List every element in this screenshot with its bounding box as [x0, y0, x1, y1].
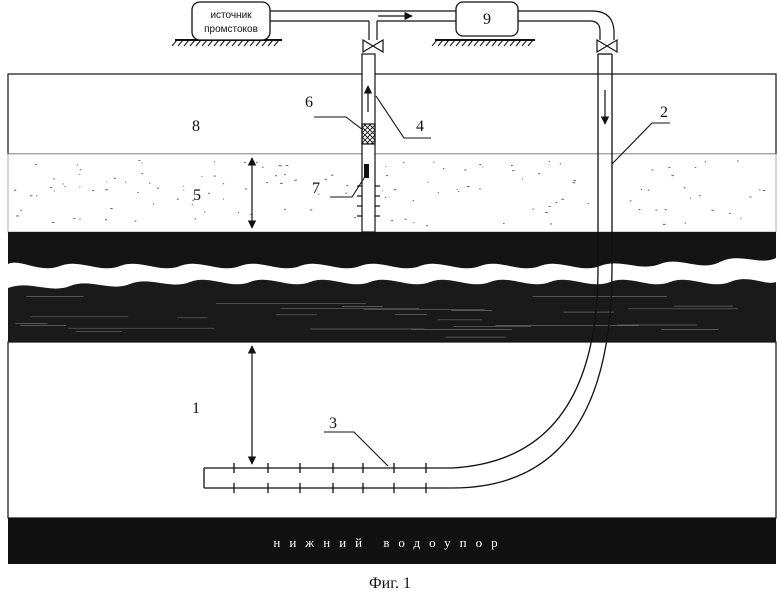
label-6: 6	[305, 94, 313, 111]
bottom-aquiclude-label: нижний водоупор	[273, 535, 506, 550]
lower-dark-band	[8, 279, 776, 342]
layer-1	[7, 341, 777, 519]
packer-7	[364, 164, 369, 178]
bottom-aquiclude	[8, 518, 776, 564]
label-1: 1	[192, 400, 200, 417]
valve-well-4	[362, 38, 384, 54]
label-8: 8	[192, 118, 200, 135]
label-7: 7	[312, 180, 320, 197]
label-5: 5	[193, 187, 201, 204]
upper-dark-band	[8, 232, 776, 269]
ground-hatch	[171, 39, 535, 47]
valve-well-2	[596, 38, 618, 54]
well-4	[357, 53, 380, 233]
surface-pipeline	[270, 10, 615, 40]
layer-5	[7, 153, 777, 233]
horizontal-perforations	[233, 463, 427, 493]
source-box-line1: источник	[210, 10, 252, 21]
unit-9-box	[455, 1, 519, 37]
layer-8	[7, 73, 777, 155]
well-2	[203, 53, 613, 489]
label-4: 4	[416, 118, 424, 135]
source-box-line2: промстоков	[204, 24, 258, 35]
label-2: 2	[660, 104, 668, 121]
label-9: 9	[483, 11, 491, 28]
label-3: 3	[329, 415, 337, 432]
figure-caption: Фиг. 1	[369, 575, 411, 592]
leader-lines	[314, 95, 670, 467]
